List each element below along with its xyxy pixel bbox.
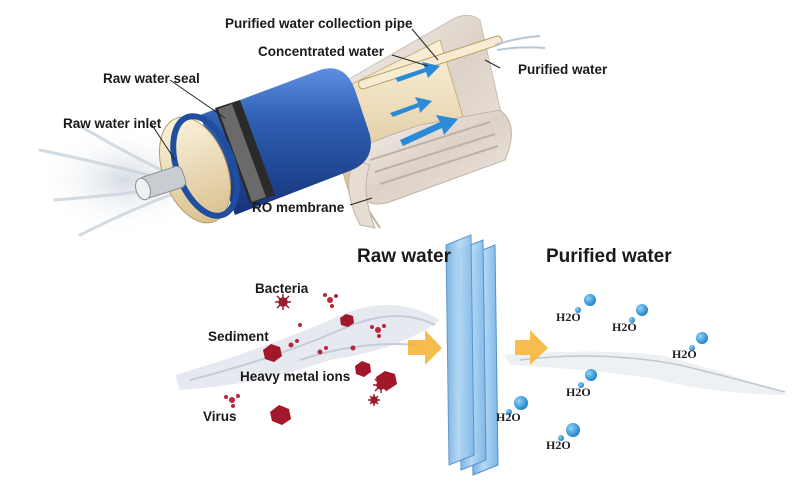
- membrane-panels: [445, 234, 499, 476]
- flow-arrow-upper: [395, 62, 440, 82]
- label-ro-membrane: RO membrane: [252, 200, 345, 215]
- h2o-label: H2O: [556, 310, 581, 324]
- leader-lines: [151, 28, 501, 206]
- label-raw-water-seal: Raw water seal: [103, 71, 200, 86]
- flow-arrow-middle: [390, 97, 432, 117]
- label-purified-water-outlet: Purified water: [518, 62, 608, 77]
- label-virus: Virus: [203, 409, 237, 424]
- heading-raw-water: Raw water: [357, 246, 451, 267]
- flow-arrow-lower: [400, 115, 458, 146]
- h2o-label: H2O: [566, 385, 591, 399]
- membrane-bottom-fold: [348, 159, 376, 229]
- label-collection-pipe: Purified water collection pipe: [225, 16, 413, 31]
- virus-particles: [224, 293, 386, 408]
- label-heavy-metal-ions: Heavy metal ions: [240, 369, 351, 384]
- purified-outlet-stream: [494, 35, 546, 51]
- ro-cartridge: [35, 14, 546, 237]
- label-concentrated-water: Concentrated water: [258, 44, 385, 59]
- flow-arrow-out: [515, 330, 548, 365]
- heading-purified-water: Purified water: [546, 246, 672, 267]
- membrane-ridges: [364, 121, 499, 229]
- flow-arrow-in: [408, 330, 442, 365]
- inlet-spray-streaks: [38, 118, 172, 237]
- water-molecules: [506, 294, 708, 441]
- label-raw-water-inlet: Raw water inlet: [63, 116, 162, 131]
- label-bacteria: Bacteria: [255, 281, 309, 296]
- h2o-label: H2O: [496, 410, 521, 424]
- seal-ring-highlight: [218, 104, 266, 202]
- label-sediment: Sediment: [208, 329, 269, 344]
- h2o-label: H2O: [546, 438, 571, 452]
- purified-water-flow: [505, 351, 790, 395]
- sediment-particles: [263, 314, 397, 425]
- inlet-pipe-mouth: [135, 177, 151, 201]
- h2o-label: H2O: [672, 347, 697, 361]
- h2o-label: H2O: [612, 320, 637, 334]
